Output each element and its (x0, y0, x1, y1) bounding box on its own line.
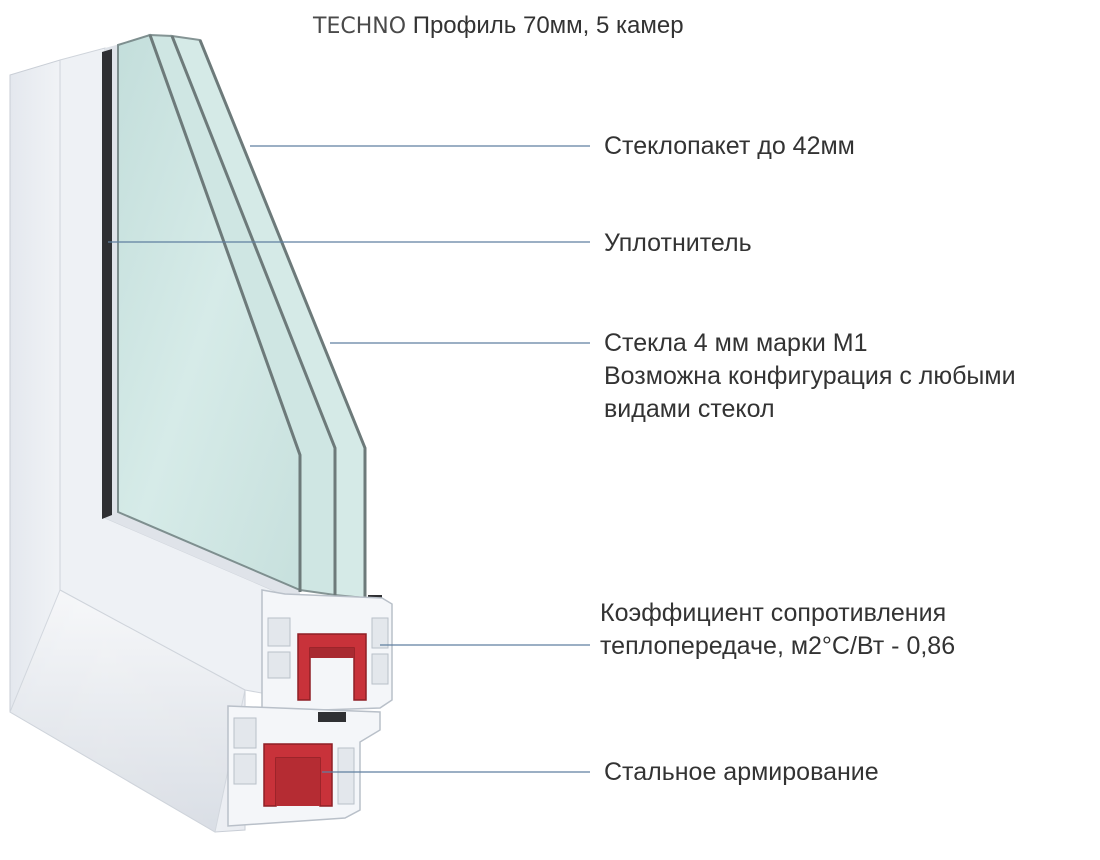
seal-strip (102, 49, 112, 519)
frame-chamber-3 (338, 748, 354, 804)
callout-line: Возможна конфигурация с любыми (604, 360, 1016, 393)
sash-steel-inner (310, 648, 354, 658)
sash-chamber-4 (372, 654, 388, 684)
callout-line: Уплотнитель (604, 227, 752, 260)
callout-glass-panes: Стекла 4 мм марки М1 Возможна конфигурац… (604, 327, 1016, 426)
frame-chamber-2 (234, 754, 256, 784)
callout-line: видами стекол (604, 393, 1016, 426)
title-brand: TECHNO (313, 14, 406, 39)
sash-chamber-1 (268, 618, 290, 646)
callout-line: Коэффициент сопротивления (600, 597, 955, 630)
callout-steel-reinforcement: Стальное армирование (604, 756, 879, 789)
sash-chamber-2 (268, 652, 290, 678)
callout-seal: Уплотнитель (604, 227, 752, 260)
frame-steel-inner (276, 758, 320, 806)
diagram-title: TECHNO Профиль 70мм, 5 камер (313, 12, 684, 40)
callout-line: теплопередаче, м2°С/Вт - 0,86 (600, 630, 955, 663)
title-text: Профиль 70мм, 5 камер (413, 12, 684, 39)
callout-heat-resistance: Коэффициент сопротивления теплопередаче,… (600, 597, 955, 663)
callout-line: Стальное армирование (604, 756, 879, 789)
callout-glass-unit: Стеклопакет до 42мм (604, 130, 855, 163)
frame-chamber-1 (234, 718, 256, 748)
middle-seal (318, 712, 346, 722)
sash-chamber-3 (372, 618, 388, 648)
callout-line: Стекла 4 мм марки М1 (604, 327, 1016, 360)
callout-line: Стеклопакет до 42мм (604, 130, 855, 163)
